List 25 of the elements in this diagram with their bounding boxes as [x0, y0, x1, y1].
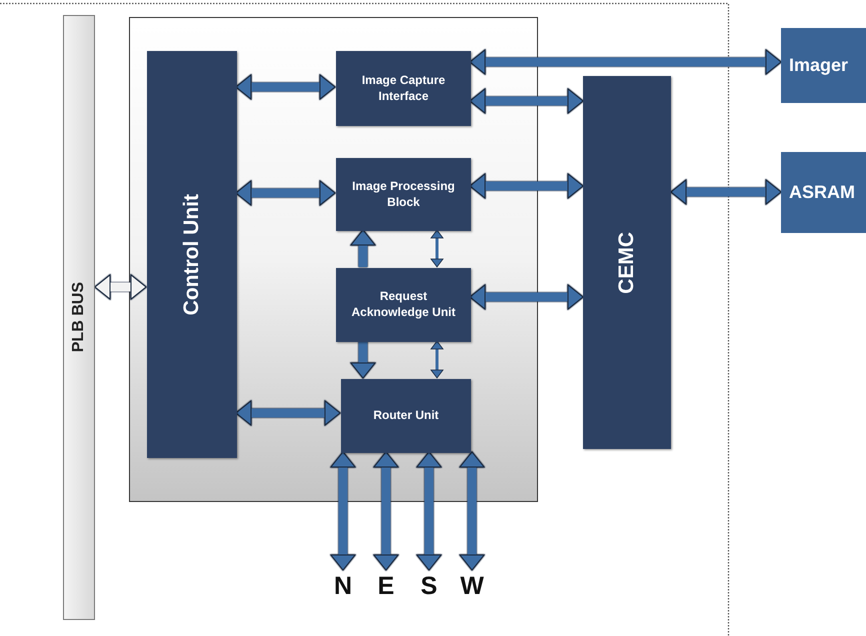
node-label: PLB BUS	[70, 282, 88, 353]
unit-block	[147, 51, 237, 458]
node-label: Router Unit	[372, 408, 440, 424]
unit-block	[341, 379, 471, 453]
node-label: S	[420, 572, 438, 600]
node-label: ASRAM	[789, 182, 855, 203]
unit-block	[336, 51, 471, 126]
node-label: W	[460, 572, 484, 600]
double-arrow	[430, 228, 444, 268]
node-label: Request Acknowledge Unit	[350, 289, 456, 321]
bus-bar	[63, 15, 95, 620]
node-label: CEMC	[614, 232, 640, 294]
node-label: Imager	[789, 55, 848, 76]
node-label: E	[378, 572, 394, 600]
unit-block	[583, 76, 671, 449]
node-label: Control Unit	[179, 194, 204, 316]
external-block	[781, 152, 866, 233]
node-label: Image Processing Block	[351, 178, 456, 210]
module-box	[129, 17, 538, 502]
unit-block	[336, 158, 471, 231]
node-label: N	[334, 572, 352, 600]
node-label: Image Capture Interface	[360, 72, 446, 104]
unit-block	[336, 268, 471, 342]
external-block	[781, 28, 866, 103]
double-arrow	[430, 340, 444, 380]
